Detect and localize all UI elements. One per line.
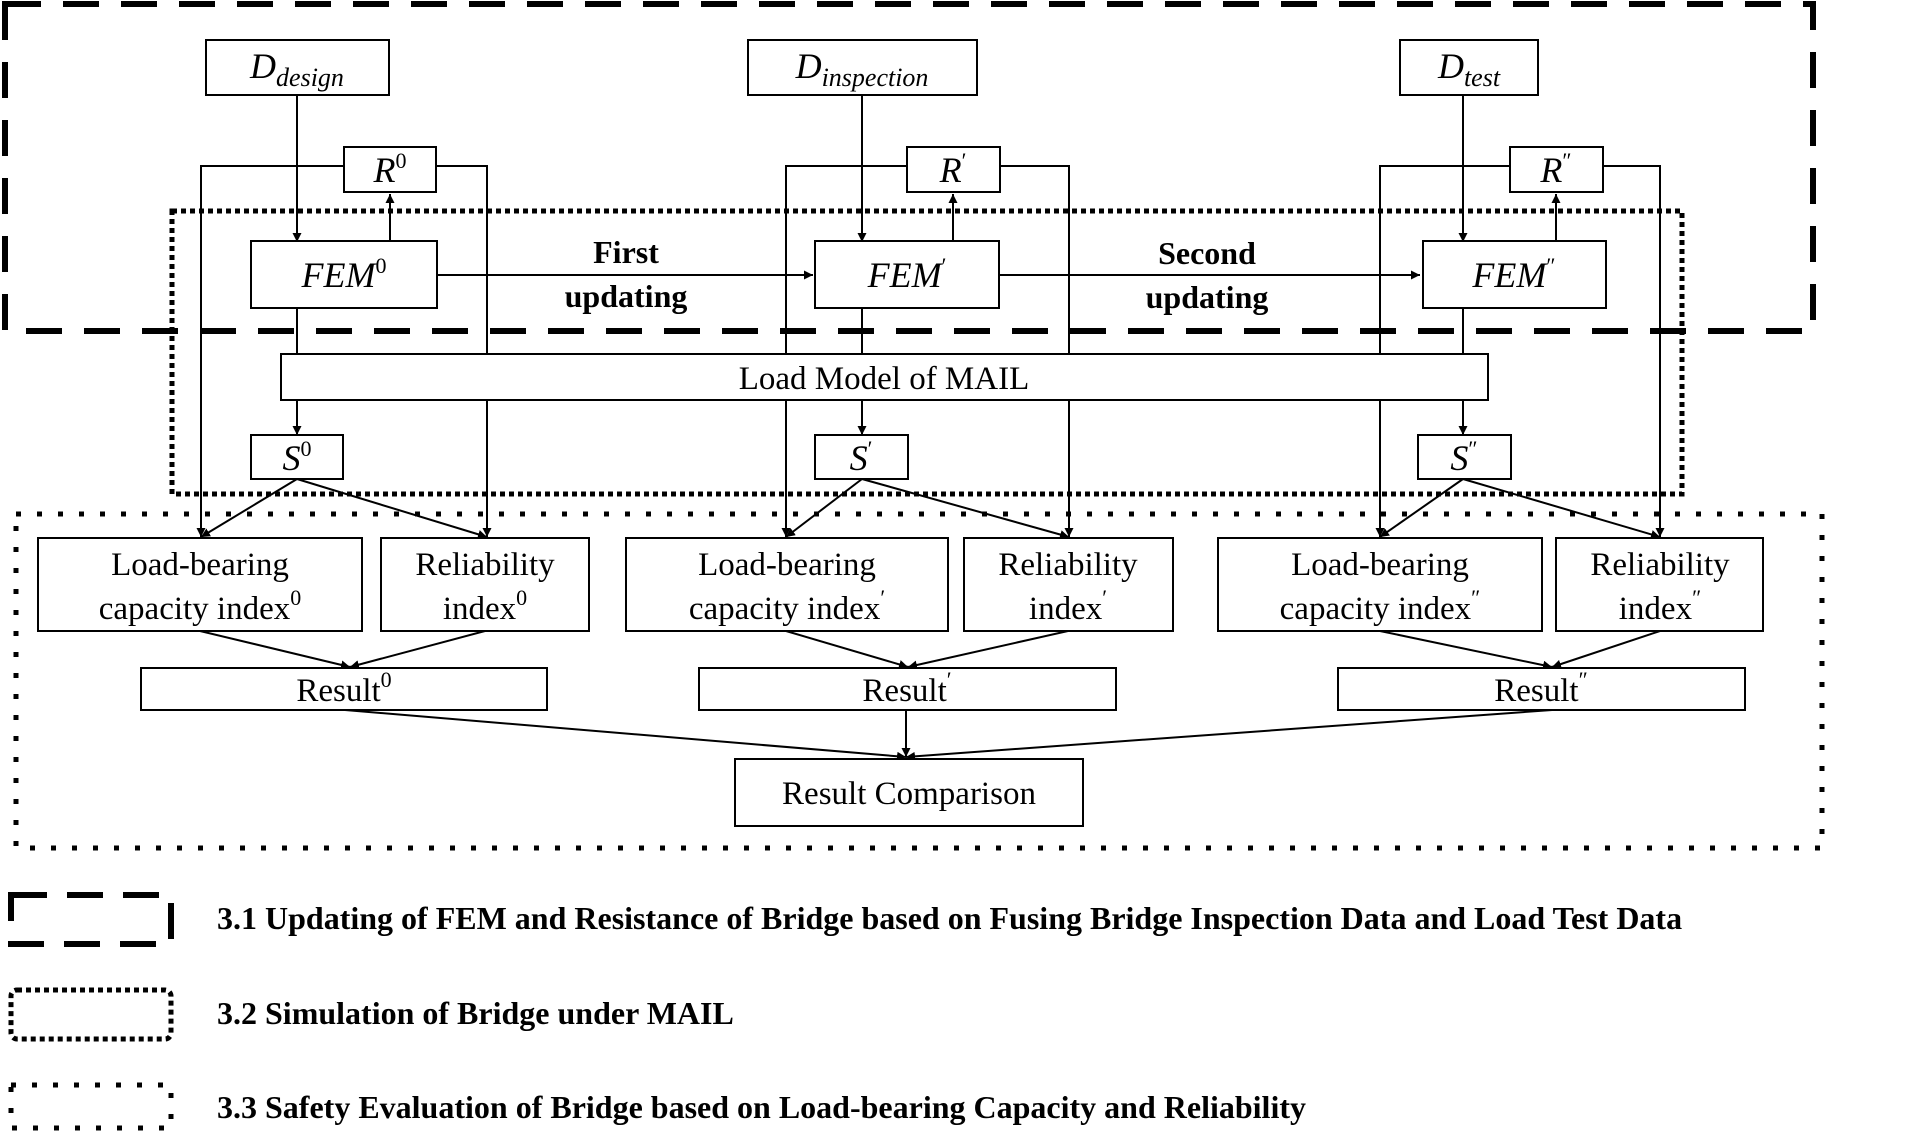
svg-text:First: First xyxy=(593,234,659,270)
svg-text:FEM″: FEM″ xyxy=(1471,253,1555,295)
svg-text:Reliability: Reliability xyxy=(998,547,1138,583)
legend-swatch-dashed xyxy=(8,892,174,947)
reliability-index-box-1: Reliability index′ xyxy=(963,537,1174,632)
load-effect-box-2: S″ xyxy=(1417,434,1512,480)
svg-text:updating: updating xyxy=(565,278,688,314)
load-model-box: Load Model of MAIL xyxy=(280,353,1489,401)
region-safety-evaluation xyxy=(13,511,1825,851)
connector-lines xyxy=(196,95,1665,761)
fem-box-2: FEM″ xyxy=(1422,240,1607,309)
svg-text:index0: index0 xyxy=(443,585,527,627)
legend-swatch-sparse-dotted xyxy=(8,1082,174,1131)
result-comparison-box: Result Comparison xyxy=(734,758,1084,827)
svg-text:Second: Second xyxy=(1158,235,1256,271)
svg-text:FEM′: FEM′ xyxy=(867,253,947,295)
fem-box-0: FEM0 xyxy=(250,240,438,309)
svg-text:capacity index″: capacity index″ xyxy=(1280,585,1481,627)
capacity-index-box-1: Load-bearing capacity index′ xyxy=(625,537,949,632)
legend: 3.1 Updating of FEM and Resistance of Br… xyxy=(8,892,1682,1131)
svg-text:updating: updating xyxy=(1146,279,1269,315)
input-inspection-box: Dinspection xyxy=(747,39,978,96)
input-test-box: Dtest xyxy=(1399,39,1539,96)
capacity-index-box-0: Load-bearing capacity index0 xyxy=(37,537,363,632)
svg-text:Load-bearing: Load-bearing xyxy=(111,547,289,583)
region-mail-simulation xyxy=(169,208,1685,497)
svg-text:S′: S′ xyxy=(850,436,873,478)
svg-text:S0: S0 xyxy=(283,436,312,478)
svg-text:Reliability: Reliability xyxy=(415,547,555,583)
svg-text:Ddesign: Ddesign xyxy=(249,46,344,92)
load-effect-box-0: S0 xyxy=(250,434,344,480)
svg-text:capacity index0: capacity index0 xyxy=(99,585,302,627)
result-box-0: Result0 xyxy=(140,667,548,711)
svg-text:R″: R″ xyxy=(1539,148,1571,190)
svg-text:index″: index″ xyxy=(1619,585,1702,627)
svg-text:Result″: Result″ xyxy=(1494,667,1588,709)
reliability-index-box-0: Reliability index0 xyxy=(380,537,590,632)
resistance-box-1: R′ xyxy=(906,146,1001,193)
svg-text:capacity index′: capacity index′ xyxy=(689,585,885,627)
reliability-index-box-2: Reliability index″ xyxy=(1555,537,1764,632)
svg-text:FEM0: FEM0 xyxy=(301,253,387,295)
result-box-1: Result′ xyxy=(698,667,1117,711)
svg-text:S″: S″ xyxy=(1450,436,1477,478)
svg-text:R′: R′ xyxy=(939,148,967,190)
input-design-box: Ddesign xyxy=(205,39,390,96)
svg-text:index′: index′ xyxy=(1029,585,1107,627)
svg-text:Dinspection: Dinspection xyxy=(795,46,929,92)
legend-label-sparse-dotted: 3.3 Safety Evaluation of Bridge based on… xyxy=(217,1089,1306,1125)
svg-text:Load-bearing: Load-bearing xyxy=(1291,547,1469,583)
load-effect-box-1: S′ xyxy=(814,434,909,480)
legend-label-dashed: 3.1 Updating of FEM and Resistance of Br… xyxy=(217,900,1682,936)
capacity-index-box-2: Load-bearing capacity index″ xyxy=(1217,537,1543,632)
svg-text:Dtest: Dtest xyxy=(1437,46,1501,92)
svg-text:Result0: Result0 xyxy=(296,667,391,709)
legend-label-dense-dotted: 3.2 Simulation of Bridge under MAIL xyxy=(217,995,734,1031)
first-updating-label: First updating xyxy=(565,234,688,314)
svg-text:Load-bearing: Load-bearing xyxy=(698,547,876,583)
result-box-2: Result″ xyxy=(1337,667,1746,711)
svg-text:Result Comparison: Result Comparison xyxy=(782,776,1036,812)
region-fem-updating xyxy=(2,1,1816,334)
svg-text:R0: R0 xyxy=(373,148,407,190)
svg-text:Load Model of MAIL: Load Model of MAIL xyxy=(739,361,1030,397)
second-updating-label: Second updating xyxy=(1146,235,1269,315)
fem-box-1: FEM′ xyxy=(814,240,1000,309)
resistance-box-0: R0 xyxy=(343,146,437,193)
legend-swatch-dense-dotted xyxy=(8,987,174,1042)
resistance-box-2: R″ xyxy=(1509,146,1604,193)
svg-text:Result′: Result′ xyxy=(862,667,951,709)
svg-text:Reliability: Reliability xyxy=(1590,547,1730,583)
